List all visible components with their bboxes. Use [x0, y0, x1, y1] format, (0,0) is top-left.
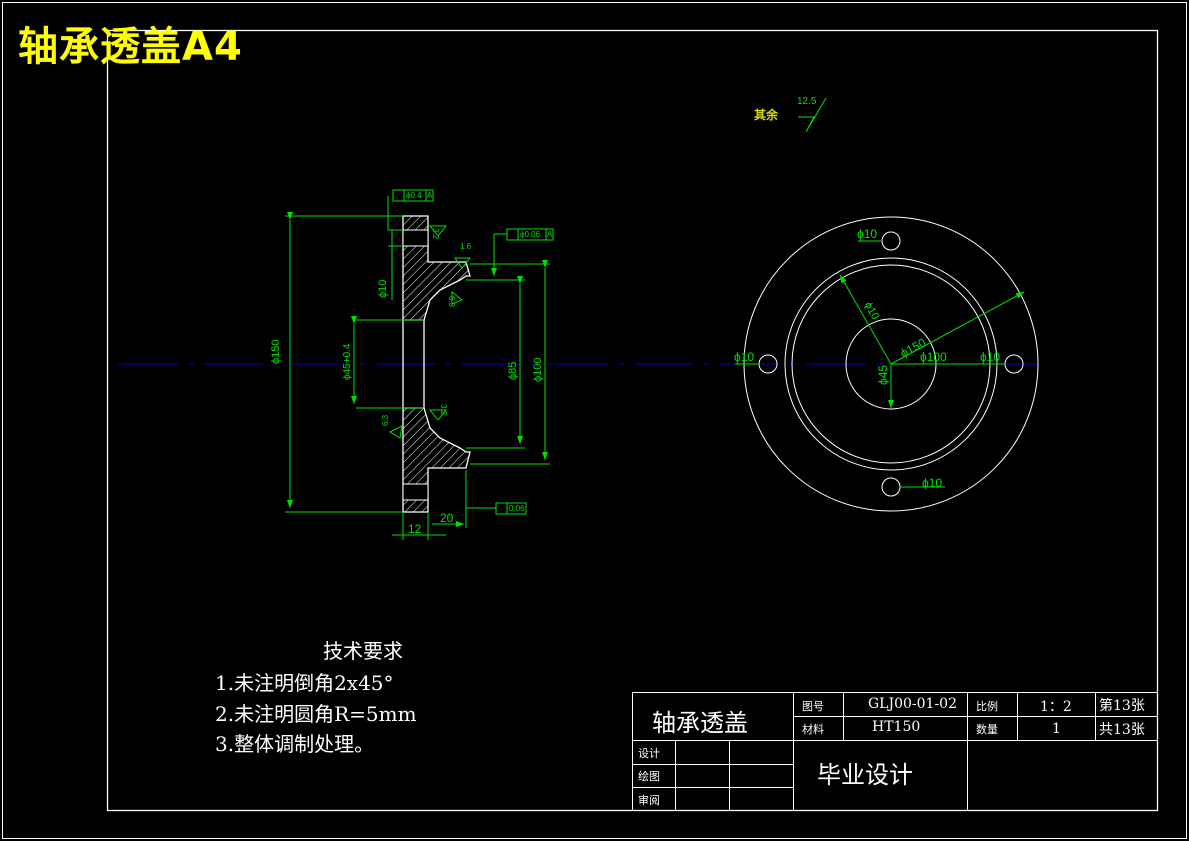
fv-dim-d100: ϕ100: [920, 350, 947, 364]
tech-req-item-2: 2.未注明圆角R=5mm: [215, 702, 417, 726]
tech-req-item-1: 1.未注明倒角2x45°: [215, 671, 394, 695]
tb-drawing-no-label: 图号: [802, 700, 824, 713]
tb-designer-label: 设计: [638, 747, 660, 760]
fv-dim-top-hole: ϕ10: [857, 227, 878, 241]
fv-dim-right-hole: ϕ10: [980, 350, 1001, 364]
section-view: [285, 189, 554, 540]
tb-drawing-no: GLJ00-01-02: [868, 696, 957, 712]
roughness-2: 1.6: [460, 242, 472, 251]
dim-d150: ϕ150: [270, 339, 282, 364]
tb-reviewer-label: 审阅: [638, 794, 660, 807]
drawing-title: 轴承透盖A4: [18, 24, 243, 70]
tb-quantity: 1: [1052, 721, 1061, 737]
front-view: [735, 216, 1039, 512]
roughness-1: 3.2: [431, 228, 440, 240]
dim-d10: ϕ10: [377, 279, 389, 298]
roughness-3: 6.3: [381, 414, 390, 426]
tol-position-datum: A: [427, 191, 433, 200]
tol-parallel: 0.06: [509, 504, 525, 513]
dim-d85: ϕ85: [507, 361, 519, 380]
dim-w20: 20: [440, 511, 454, 525]
dim-w12: 12: [408, 522, 422, 536]
roughness-5: 6.3: [447, 296, 456, 308]
tb-scale-label: 比例: [976, 700, 998, 713]
roughness-4: 3.2: [439, 404, 448, 416]
fv-dim-bottom-hole: ϕ10: [922, 476, 943, 490]
fv-dim-left-hole: ϕ10: [734, 350, 755, 364]
roughness-note-value: 12.5: [797, 96, 817, 107]
tb-scale: 1：2: [1040, 699, 1072, 715]
fv-dim-d45: ϕ45: [876, 364, 890, 385]
tb-material-label: 材料: [802, 723, 824, 736]
tb-drafter-label: 绘图: [638, 770, 660, 783]
tb-project: 毕业设计: [817, 761, 913, 789]
tol-coax-datum: A: [547, 230, 553, 239]
tb-total-sheets: 共13张: [1099, 722, 1145, 738]
tb-part-name: 轴承透盖: [652, 709, 748, 737]
dim-d100: ϕ100: [532, 357, 544, 382]
title-block: [632, 692, 1158, 811]
tb-sheet: 第13张: [1099, 698, 1145, 714]
hole-top: [881, 231, 901, 251]
tech-req-item-3: 3.整体调制处理。: [215, 732, 375, 756]
bolt-hole-bottom: [402, 483, 429, 501]
tb-quantity-label: 数量: [976, 723, 998, 736]
bolt-hole-top: [402, 229, 429, 247]
hole-bottom: [881, 477, 901, 497]
dim-d45: ϕ45+0.4: [342, 343, 353, 380]
roughness-note-label: 其余: [754, 108, 779, 122]
tol-coax: ϕ0.06: [520, 230, 541, 239]
tol-position: ϕ0.4: [406, 191, 422, 200]
tb-material: HT150: [872, 719, 921, 735]
tech-req-heading: 技术要求: [323, 639, 403, 663]
